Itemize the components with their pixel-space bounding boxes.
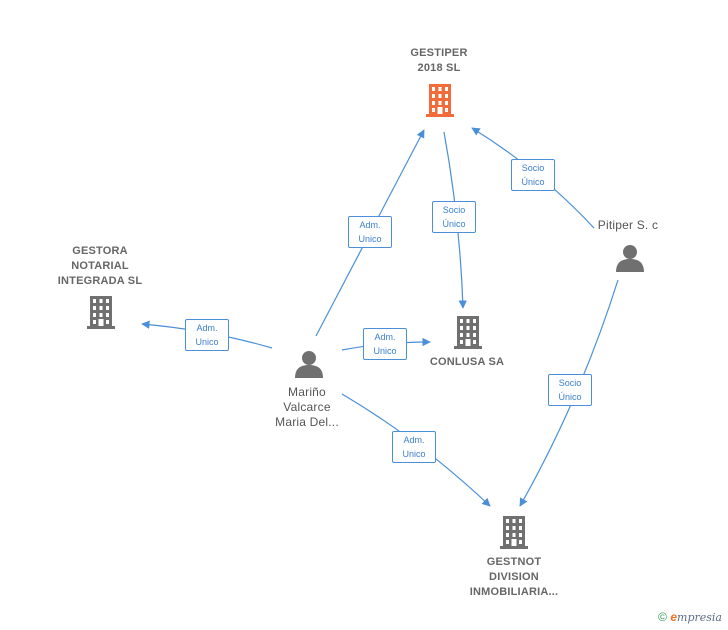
node-label-marino[interactable]: Mariño Valcarce Maria Del... bbox=[262, 385, 352, 430]
edge-label-gestiper-conlusa[interactable]: Socio Único bbox=[432, 201, 476, 233]
building-icon[interactable] bbox=[500, 516, 528, 549]
person-icon[interactable] bbox=[616, 245, 644, 272]
building-icon[interactable] bbox=[87, 296, 115, 329]
edge-label-pitiper-gestnot[interactable]: Socio Único bbox=[548, 374, 592, 406]
node-label-gestnot[interactable]: GESTNOT DIVISION INMOBILIARIA... bbox=[452, 555, 576, 600]
edge-label-line: Socio bbox=[442, 205, 466, 215]
label-line: GESTIPER bbox=[410, 47, 468, 59]
edge-label-line: Único bbox=[521, 177, 545, 187]
label-line: INTEGRADA SL bbox=[57, 275, 143, 287]
label-line: NOTARIAL bbox=[71, 260, 129, 272]
edge-label-marino-gestora[interactable]: Adm. Unico bbox=[185, 319, 229, 351]
edge-label-line: Unico bbox=[402, 449, 426, 459]
edge-label-line: Único bbox=[558, 392, 582, 402]
edge-label-line: Unico bbox=[195, 337, 219, 347]
edge-label-line: Adm. bbox=[196, 323, 218, 333]
edge-label-line: Socio bbox=[558, 378, 582, 388]
label-line: INMOBILIARIA... bbox=[469, 586, 559, 598]
label-line: GESTORA bbox=[72, 245, 128, 257]
edge-label-marino-conlusa[interactable]: Adm. Unico bbox=[363, 328, 407, 360]
label-line: Maria Del... bbox=[275, 415, 339, 429]
empresia-logo[interactable]: © empresia bbox=[658, 610, 722, 624]
edge-label-line: Unico bbox=[358, 234, 382, 244]
edge-label-line: Socio bbox=[521, 163, 545, 173]
edge-label-line: Adm. bbox=[374, 332, 396, 342]
label-line: DIVISION bbox=[489, 571, 539, 583]
edge-label-line: Unico bbox=[373, 346, 397, 356]
brand-name: mpresia bbox=[677, 611, 722, 624]
brand-e: e bbox=[670, 610, 678, 624]
edge-label-marino-gestiper[interactable]: Adm. Unico bbox=[348, 216, 392, 248]
copyright-symbol: © bbox=[658, 610, 667, 624]
building-icon[interactable] bbox=[426, 84, 454, 117]
label-line: Mariño bbox=[288, 385, 326, 399]
label-line: Pitiper S. c bbox=[597, 218, 659, 232]
edge-label-line: Adm. bbox=[359, 220, 381, 230]
label-line: 2018 SL bbox=[417, 62, 461, 74]
edge-label-marino-gestnot[interactable]: Adm. Unico bbox=[392, 431, 436, 463]
node-label-gestiper[interactable]: GESTIPER 2018 SL bbox=[389, 46, 489, 76]
node-label-gestora[interactable]: GESTORA NOTARIAL INTEGRADA SL bbox=[40, 244, 160, 289]
building-icon[interactable] bbox=[454, 316, 482, 349]
edge-label-line: Adm. bbox=[403, 435, 425, 445]
node-label-pitiper[interactable]: Pitiper S. c bbox=[583, 218, 673, 233]
label-line: GESTNOT bbox=[486, 556, 542, 568]
label-line: Valcarce bbox=[283, 400, 331, 414]
edge-label-line: Único bbox=[442, 219, 466, 229]
node-label-conlusa[interactable]: CONLUSA SA bbox=[417, 355, 517, 370]
label-line: CONLUSA SA bbox=[429, 356, 505, 368]
edge-label-pitiper-gestiper[interactable]: Socio Único bbox=[511, 159, 555, 191]
person-icon[interactable] bbox=[295, 351, 323, 378]
